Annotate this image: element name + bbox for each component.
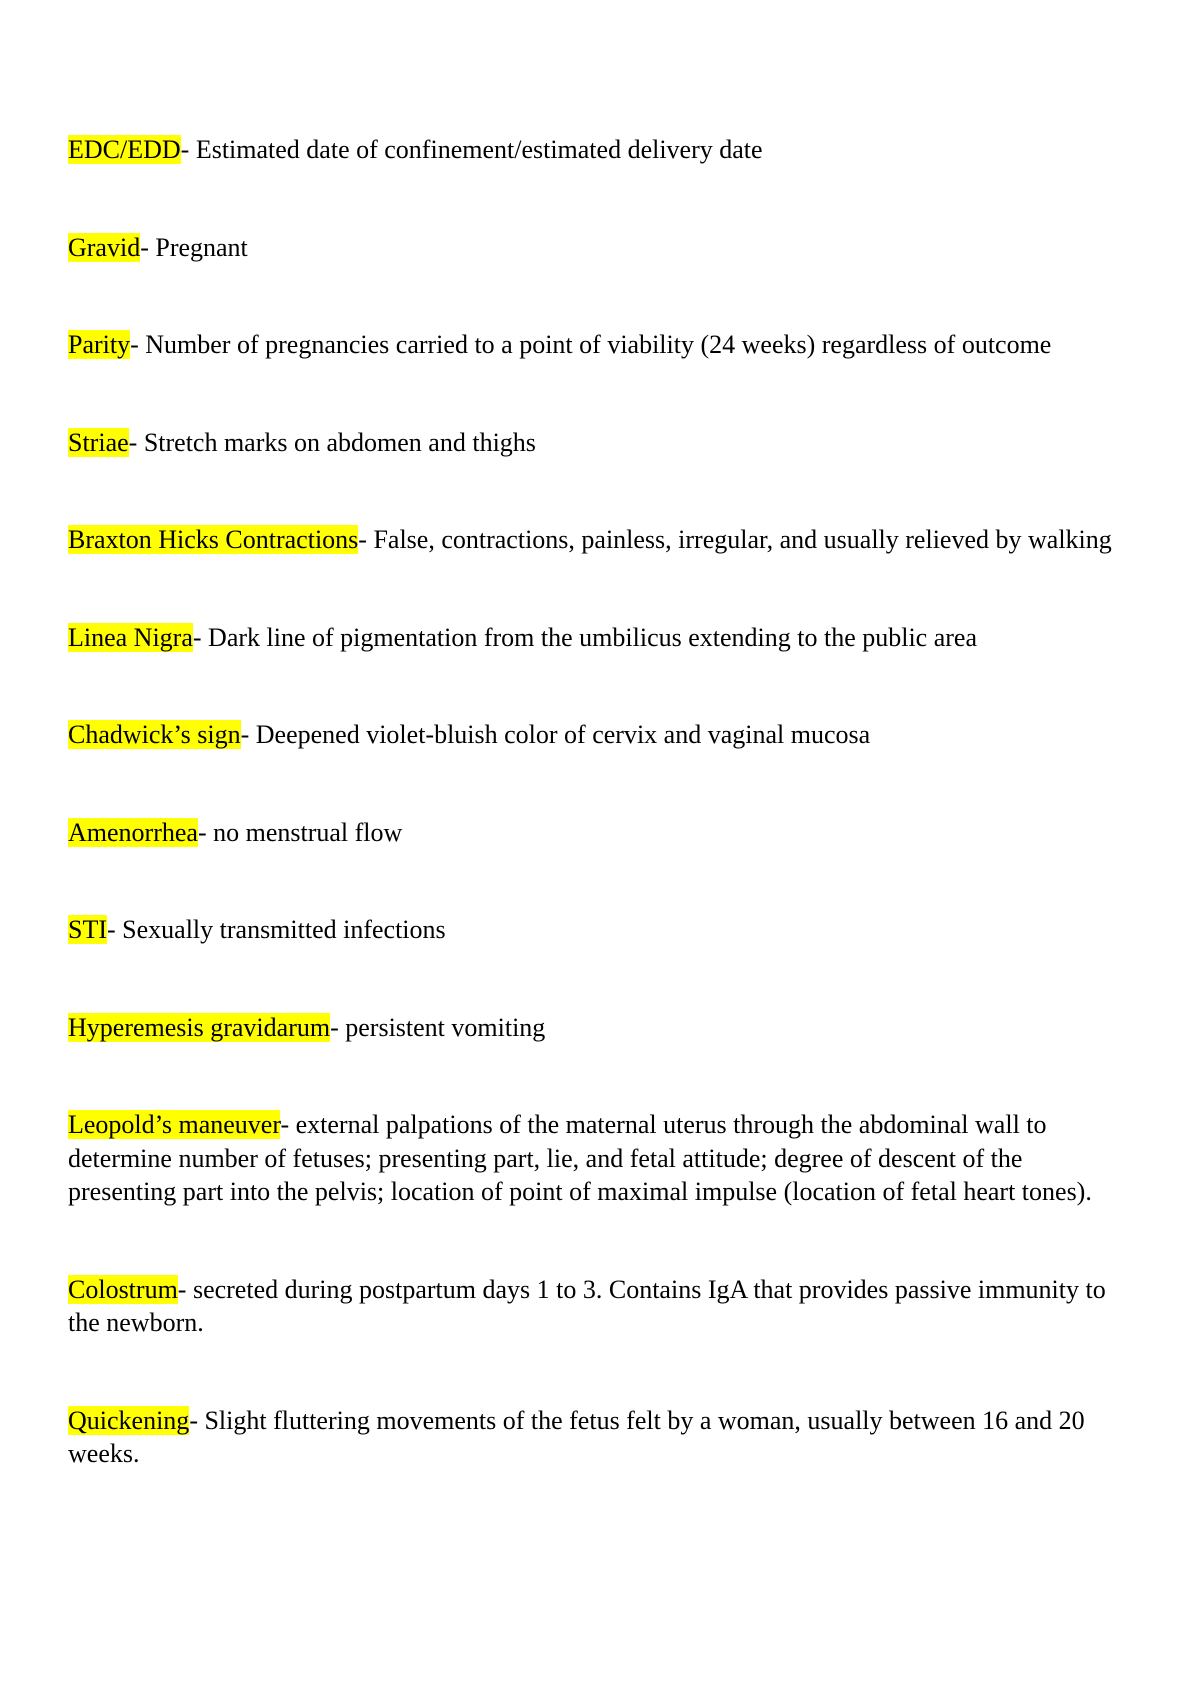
definition: - False, contractions, painless, irregul… [358, 525, 1112, 554]
glossary-entry-amenorrhea: Amenorrhea- no menstrual flow [68, 816, 1128, 850]
term: EDC/EDD [68, 135, 181, 164]
term: Leopold’s maneuver [68, 1110, 281, 1139]
definition: - Deepened violet-bluish color of cervix… [240, 720, 871, 749]
glossary-entry-quickening: Quickening- Slight fluttering movements … [68, 1404, 1128, 1471]
term: Parity [68, 330, 131, 359]
term: Braxton Hicks Contractions [68, 525, 359, 554]
definition: - persistent vomiting [330, 1012, 546, 1042]
glossary-entry-colostrum: Colostrum- secreted during postpartum da… [68, 1273, 1128, 1340]
definition: - Pregnant [140, 232, 248, 262]
term: Amenorrhea [68, 817, 198, 847]
definition: - Number of pregnancies carried to a poi… [130, 330, 1052, 359]
glossary-entry-chadwicks-sign: Chadwick’s sign- Deepened violet-bluish … [68, 718, 1128, 752]
definition: - no menstrual flow [197, 817, 403, 847]
glossary-entry-leopolds-maneuver: Leopold’s maneuver- external palpations … [68, 1108, 1128, 1209]
term: STI [68, 915, 107, 944]
definition: - Slight fluttering movements of the fet… [68, 1405, 1085, 1469]
glossary-list: EDC/EDD- Estimated date of confinement/e… [68, 133, 1128, 1535]
term: Striae [68, 427, 129, 457]
glossary-entry-linea-nigra: Linea Nigra- Dark line of pigmentation f… [68, 621, 1128, 655]
term: Hyperemesis gravidarum [68, 1012, 331, 1042]
definition: - Sexually transmitted infections [107, 915, 446, 944]
definition: - secreted during postpartum days 1 to 3… [68, 1274, 1106, 1338]
definition: - external palpations of the maternal ut… [68, 1110, 1092, 1206]
glossary-entry-hyperemesis: Hyperemesis gravidarum- persistent vomit… [68, 1011, 1128, 1045]
definition: - Stretch marks on abdomen and thighs [128, 427, 536, 457]
glossary-entry-gravid: Gravid- Pregnant [68, 231, 1128, 265]
term: Linea Nigra [68, 622, 193, 652]
term: Quickening [68, 1405, 190, 1435]
glossary-entry-sti: STI- Sexually transmitted infections [68, 913, 1128, 947]
glossary-entry-edc-edd: EDC/EDD- Estimated date of confinement/e… [68, 133, 1128, 167]
term: Gravid [68, 232, 141, 262]
term: Colostrum [68, 1274, 178, 1304]
glossary-entry-parity: Parity- Number of pregnancies carried to… [68, 328, 1128, 362]
glossary-entry-striae: Striae- Stretch marks on abdomen and thi… [68, 426, 1128, 460]
term: Chadwick’s sign [68, 720, 241, 749]
definition: - Dark line of pigmentation from the umb… [192, 622, 978, 652]
definition: - Estimated date of confinement/estimate… [180, 135, 763, 164]
glossary-entry-braxton-hicks: Braxton Hicks Contractions- False, contr… [68, 523, 1128, 557]
